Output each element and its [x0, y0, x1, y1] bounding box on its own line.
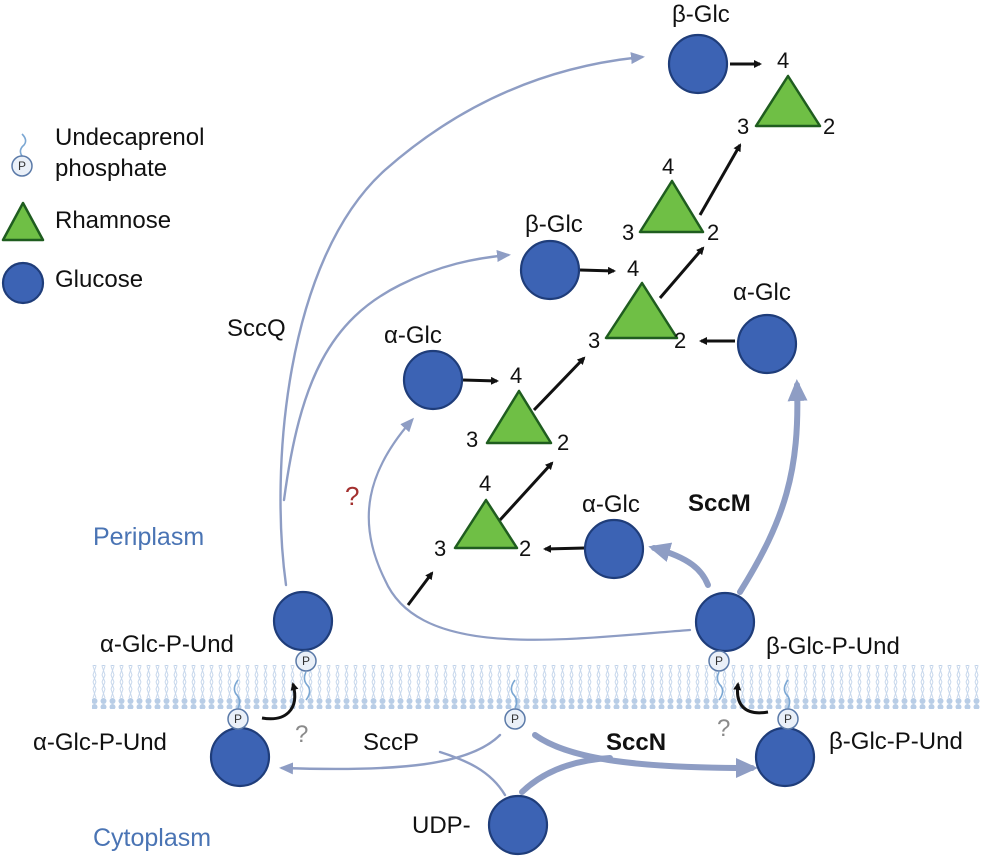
alpha-glc-mid-label: α-Glc — [384, 322, 442, 349]
sccm-arrow-large — [737, 379, 808, 595]
flip-arrow-left — [261, 682, 299, 721]
svg-text:P: P — [18, 159, 26, 173]
link-arrow-7 — [462, 376, 499, 385]
link-arrow-6 — [543, 544, 586, 553]
svg-text:P: P — [784, 712, 792, 726]
svg-text:P: P — [302, 654, 310, 668]
question-mark-red: ? — [345, 481, 359, 511]
flip-arrow-right — [733, 682, 769, 715]
alpha-glc-right-label: α-Glc — [733, 279, 791, 306]
glucose-legend-icon — [1, 261, 45, 305]
link-arrow-1 — [406, 571, 434, 606]
link-arrow-8 — [579, 266, 616, 275]
rha2-pos4: 4 — [510, 363, 522, 388]
alpha-glc-p-und-periplasm-label: α-Glc-P-Und — [100, 631, 234, 658]
sccn-label: SccN — [606, 729, 666, 756]
rha5-pos3: 3 — [737, 114, 749, 139]
beta-glc-mid-label: β-Glc — [525, 211, 583, 238]
sccq-arrow-top — [279, 52, 645, 587]
alpha-glc-lower-circle — [583, 518, 645, 580]
rha1-pos2: 2 — [519, 536, 531, 561]
link-arrow-4 — [658, 246, 705, 299]
link-arrow-2 — [498, 461, 554, 522]
periplasm-label: Periplasm — [93, 523, 204, 551]
rha1-pos3: 3 — [434, 536, 446, 561]
cytoplasm-label: Cytoplasm — [93, 824, 211, 852]
legend-glucose-label: Glucose — [55, 266, 143, 293]
rha5-pos4: 4 — [777, 48, 789, 73]
sccq-label: SccQ — [227, 315, 286, 342]
alpha-glc-p-und-periplasm-circle — [272, 590, 334, 652]
p-carrier-alpha-periplasm: P — [295, 650, 317, 701]
rhamnose-triangle-3 — [604, 281, 679, 340]
svg-text:P: P — [511, 712, 519, 726]
rha3-pos4: 4 — [627, 256, 639, 281]
sccq-arrow-middle — [282, 250, 511, 502]
p-carrier-beta-periplasm: P — [708, 650, 730, 701]
sccm-arrow-small — [648, 542, 711, 588]
undecaprenol-phosphate-icon: P — [11, 133, 33, 177]
udp-to-sccp-line — [438, 750, 507, 797]
udp-label: UDP- — [412, 812, 471, 839]
legend-phosphate-label: phosphate — [55, 155, 167, 182]
rhamnose-legend-icon — [1, 201, 45, 242]
p-carrier-center: P — [504, 679, 526, 730]
beta-glc-top-circle — [667, 33, 729, 95]
p-carrier-beta-cytoplasm: P — [777, 679, 799, 730]
sccp-arrow — [279, 733, 502, 775]
rha2-pos2: 2 — [557, 430, 569, 455]
question-mark-left: ? — [295, 721, 308, 748]
rha4-pos4: 4 — [662, 154, 674, 179]
membrane-bilayer — [92, 665, 982, 709]
link-arrow-5 — [698, 143, 742, 216]
rhamnose-triangle-5 — [754, 74, 822, 128]
legend: P Undecaprenol phosphate Rhamnose Glucos… — [1, 124, 204, 305]
beta-glc-p-und-cytoplasm-label: β-Glc-P-Und — [829, 728, 963, 755]
rhamnose-triangle-1 — [453, 498, 519, 550]
rha3-pos3: 3 — [588, 328, 600, 353]
beta-glc-top-label: β-Glc — [672, 1, 730, 28]
rhamnose-triangle-4 — [638, 179, 705, 234]
sccm-label: SccM — [688, 490, 751, 517]
rha4-pos2: 2 — [707, 220, 719, 245]
alpha-glc-lower-label: α-Glc — [582, 491, 640, 518]
rha5-pos2: 2 — [823, 114, 835, 139]
beta-glc-mid-circle — [519, 239, 581, 301]
rha1-pos4: 4 — [479, 471, 491, 496]
sccn-arrow — [532, 732, 758, 778]
sccp-label: SccP — [363, 729, 419, 756]
legend-rhamnose-label: Rhamnose — [55, 207, 171, 234]
link-arrow-3 — [532, 356, 586, 412]
beta-glc-p-und-periplasm-label: β-Glc-P-Und — [766, 633, 900, 660]
alpha-glc-arrow-question — [367, 417, 692, 641]
alpha-glc-mid-circle — [402, 349, 464, 411]
udp-glc-circle — [487, 794, 549, 856]
legend-undecaprenol-label: Undecaprenol — [55, 124, 204, 151]
alpha-glc-right-circle — [736, 313, 798, 375]
rha2-pos3: 3 — [466, 427, 478, 452]
beta-glc-p-und-periplasm-circle — [694, 591, 756, 653]
udp-to-sccn-line — [519, 755, 613, 795]
question-mark-right: ? — [717, 715, 730, 742]
svg-text:P: P — [234, 712, 242, 726]
rhamnose-triangle-2 — [485, 389, 553, 445]
beta-glc-p-und-cytoplasm-circle — [754, 726, 816, 788]
svg-text:P: P — [715, 654, 723, 668]
rha4-pos3: 3 — [622, 220, 634, 245]
p-carrier-alpha-cytoplasm: P — [227, 679, 249, 730]
alpha-glc-p-und-cytoplasm-label: α-Glc-P-Und — [33, 729, 167, 756]
alpha-glc-p-und-cytoplasm-circle — [209, 726, 271, 788]
rha3-pos2: 2 — [674, 328, 686, 353]
